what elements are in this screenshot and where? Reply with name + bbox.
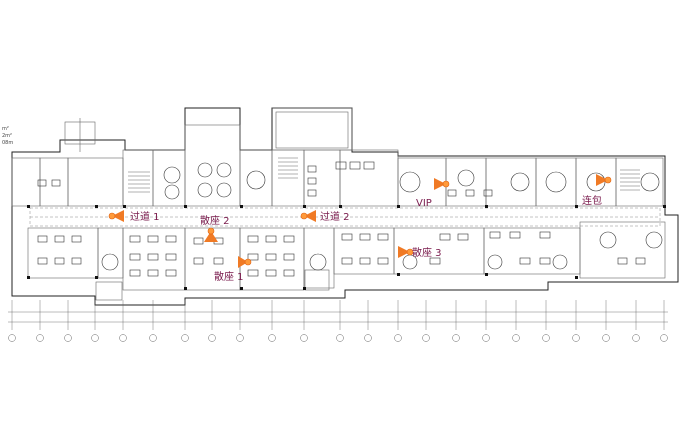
corner-note-1: m² [2, 126, 9, 132]
bottom-rooms [27, 221, 666, 301]
camera-marker-icon [204, 231, 218, 242]
camera-marker-icon [238, 256, 248, 268]
camera-marker-icon [304, 210, 316, 222]
camera-marker-icon [596, 174, 608, 186]
camera-marker-icon [434, 178, 446, 190]
viewpoint-seating-1[interactable]: 散座 1 [214, 256, 252, 283]
main-corridor [29, 207, 661, 227]
viewpoint-private-rooms[interactable]: 连包 [582, 174, 612, 207]
rectangular-tables [37, 161, 646, 277]
zone-label-vip: VIP [416, 198, 432, 209]
camera-origin-icon [207, 227, 215, 235]
viewpoint-passage-2[interactable]: 过道 2 [300, 210, 350, 223]
camera-marker-icon [112, 210, 124, 222]
camera-origin-icon [406, 248, 414, 256]
zone-label-passage-1: 过道 1 [130, 210, 160, 223]
axis-markers [8, 334, 668, 342]
zone-label-seating-3: 散座 3 [412, 246, 442, 259]
stairs [128, 157, 640, 193]
zone-label-passage-2: 过道 2 [320, 210, 350, 223]
camera-origin-icon [604, 176, 612, 184]
dimension-lines [8, 300, 668, 330]
viewpoint-vip[interactable]: VIP [416, 178, 450, 209]
camera-origin-icon [300, 212, 308, 220]
structural-columns [27, 205, 666, 290]
camera-origin-icon [244, 258, 252, 266]
top-rooms [11, 124, 664, 207]
camera-origin-icon [442, 180, 450, 188]
round-tables [101, 162, 663, 271]
camera-origin-icon [108, 212, 116, 220]
zone-label-seating-1: 散座 1 [214, 270, 244, 283]
building-outline [11, 107, 679, 306]
corner-note-2: 2m² [2, 133, 12, 139]
viewpoint-seating-3[interactable]: 散座 3 [398, 246, 442, 259]
corner-notes: m² 2m² 08m [2, 126, 13, 146]
zone-label-private-rooms: 连包 [582, 194, 602, 207]
viewpoint-passage-1[interactable]: 过道 1 [108, 210, 160, 223]
viewpoint-seating-2[interactable]: 散座 2 [200, 214, 230, 242]
camera-marker-icon [398, 246, 410, 258]
zone-label-seating-2: 散座 2 [200, 214, 230, 227]
corner-note-3: 08m [2, 140, 13, 146]
